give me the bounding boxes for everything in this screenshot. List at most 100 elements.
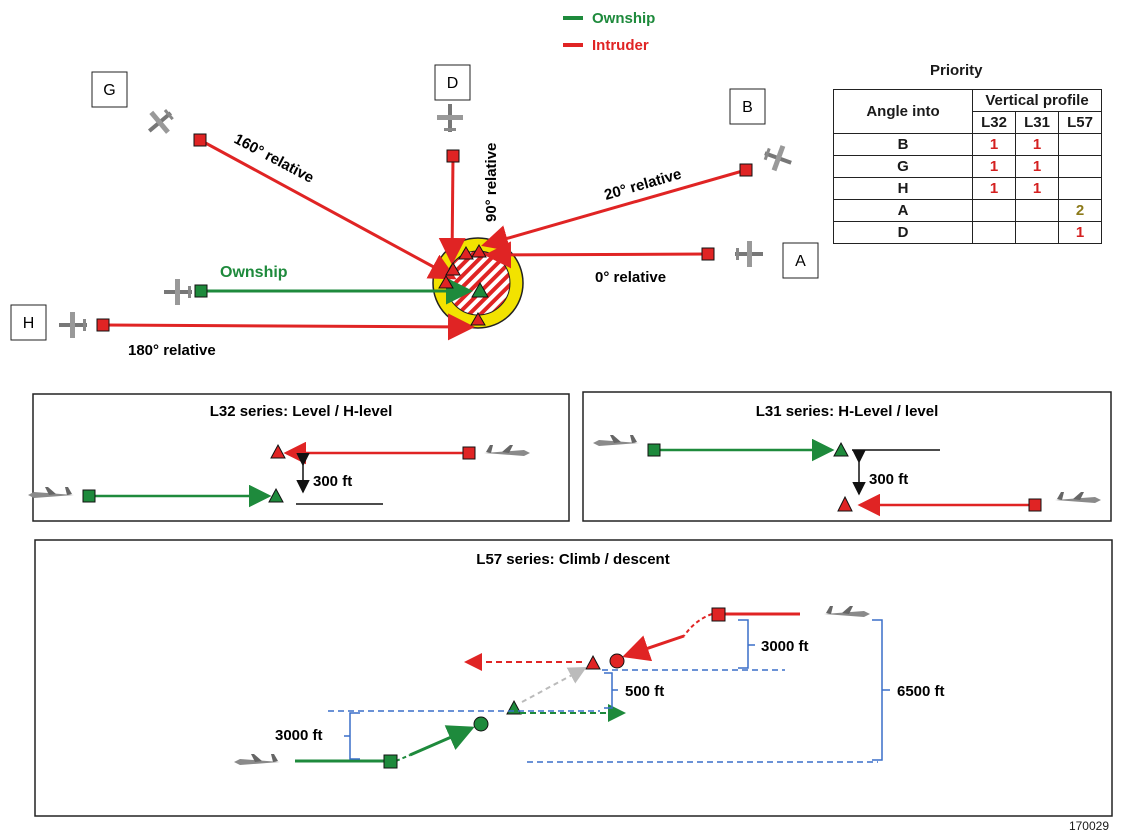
intruder-end-2: [471, 244, 487, 258]
l57-intruder-capture-point: [609, 653, 625, 669]
row-value-l32: 1: [972, 155, 1016, 178]
aircraft-g-icon: [140, 103, 180, 141]
row-value-l57: [1058, 133, 1102, 156]
intruder-end-5: [470, 312, 486, 326]
intruder-end-4: [438, 275, 454, 289]
l57-intruder-descent: [622, 634, 685, 662]
l32-intruder-end: [270, 443, 286, 459]
panel-l32-title: L32 series: Level / H-level: [210, 403, 393, 420]
row-value-l32: [972, 221, 1016, 244]
legend-intruder-label: Intruder: [592, 37, 649, 54]
intruder-start-d: [446, 149, 460, 163]
l57-ownship-start: [383, 754, 398, 769]
label-box-a: [782, 242, 819, 279]
ownship-label: Ownship: [220, 264, 288, 281]
l57-climb-label: 3000 ft: [275, 727, 323, 744]
l57-gap-bracket: [604, 672, 618, 709]
aircraft-b-icon: [760, 140, 796, 176]
column-header-l31: L31: [1015, 111, 1059, 134]
panel-l57-frame: [34, 539, 1113, 817]
l57-total-label: 6500 ft: [897, 683, 945, 700]
protection-zone-inner: [445, 250, 511, 316]
row-value-l31: [1015, 199, 1059, 222]
l31-ownship-end: [833, 441, 849, 457]
ownship-aircraft-icon: [164, 279, 192, 305]
row-angle: A: [833, 199, 973, 222]
intruder-track-b: [481, 168, 747, 252]
relative-180-label: 180° relative: [128, 342, 216, 359]
l32-ownship-start: [82, 489, 96, 503]
intruder-end-3: [445, 262, 461, 276]
l57-intruder-start: [711, 607, 726, 622]
panel-l31: L31 series: H-Level / level 300 ft: [582, 391, 1112, 522]
intruder-end-1: [458, 246, 474, 260]
row-value-l57: 2: [1058, 199, 1102, 222]
label-a: A: [795, 253, 806, 270]
row-value-l31: [1015, 221, 1059, 244]
row-value-l31: 1: [1015, 177, 1059, 200]
l57-descent-label: 3000 ft: [761, 638, 809, 655]
figure-number: 170029: [1068, 819, 1109, 833]
row-value-l32: [972, 199, 1016, 222]
row-angle: B: [833, 133, 973, 156]
aircraft-h-icon: [59, 312, 87, 338]
priority-subheader-row: L32 L31 L57: [834, 111, 1102, 134]
intruder-track-h: [102, 313, 475, 341]
label-box-d: [434, 64, 471, 101]
l57-intruder-transition: [683, 613, 713, 637]
l32-separation-label: 300 ft: [313, 473, 352, 490]
l32-intruder-start: [462, 446, 476, 460]
aircraft-d-icon: [437, 104, 463, 132]
l57-ownship-capture-point: [473, 716, 489, 732]
row-angle: D: [833, 221, 973, 244]
aircraft-a-icon: [735, 241, 763, 267]
angle-into-header: Angle into: [833, 89, 973, 134]
l57-intruder-end: [585, 654, 601, 670]
table-row: A 2: [833, 199, 1102, 222]
label-g: G: [103, 82, 115, 99]
l31-ownship-start: [647, 443, 661, 457]
row-value-l57: 1: [1058, 221, 1102, 244]
table-row: G 1 1: [833, 155, 1102, 178]
l31-intruder-start: [1028, 498, 1042, 512]
panel-l31-frame: [582, 391, 1112, 522]
l32-ownship-end: [268, 487, 284, 503]
l57-descent-bracket: [738, 619, 755, 669]
l57-climb-bracket: [344, 712, 360, 760]
l57-ownship-climb: [409, 725, 475, 757]
label-h: H: [23, 315, 35, 332]
priority-table: Angle into Vertical profile L32 L31 L57 …: [833, 89, 1102, 244]
label-d: D: [447, 75, 459, 92]
panel-l32: L32 series: Level / H-level 300 ft: [28, 393, 570, 522]
l31-separation-label: 300 ft: [869, 471, 908, 488]
legend-ownship-label: Ownship: [592, 10, 655, 27]
encounter-geometry: G D B A H 160° relative 90° relative 20°…: [10, 64, 819, 359]
intruder-track-d: [438, 155, 466, 265]
ownship-end: [471, 281, 489, 298]
row-value-l57: [1058, 177, 1102, 200]
ownship-start: [194, 284, 208, 298]
row-value-l32: 1: [972, 133, 1016, 156]
column-header-l57: L57: [1058, 111, 1102, 134]
label-b: B: [742, 99, 753, 116]
label-box-g: [91, 71, 128, 108]
panel-l57-title: L57 series: Climb / descent: [476, 551, 669, 568]
table-row: B 1 1: [833, 133, 1102, 156]
relative-160-label: 160° relative: [231, 131, 316, 187]
row-value-l31: 1: [1015, 155, 1059, 178]
panel-l31-title: L31 series: H-Level / level: [756, 403, 939, 420]
intruder-start-g: [193, 133, 207, 147]
l57-gap-label: 500 ft: [625, 683, 664, 700]
column-header-l32: L32: [972, 111, 1016, 134]
row-value-l57: [1058, 155, 1102, 178]
l57-closure-arrow: [521, 667, 587, 703]
label-box-b: [729, 88, 766, 125]
table-row: H 1 1: [833, 177, 1102, 200]
intruder-track-g: [199, 138, 457, 280]
row-value-l31: 1: [1015, 133, 1059, 156]
row-angle: G: [833, 155, 973, 178]
l31-intruder-end: [837, 495, 853, 512]
relative-90-label: 90° relative: [483, 143, 500, 222]
panel-l57: L57 series: Climb / descent 3000 ft 3000…: [34, 539, 1113, 817]
